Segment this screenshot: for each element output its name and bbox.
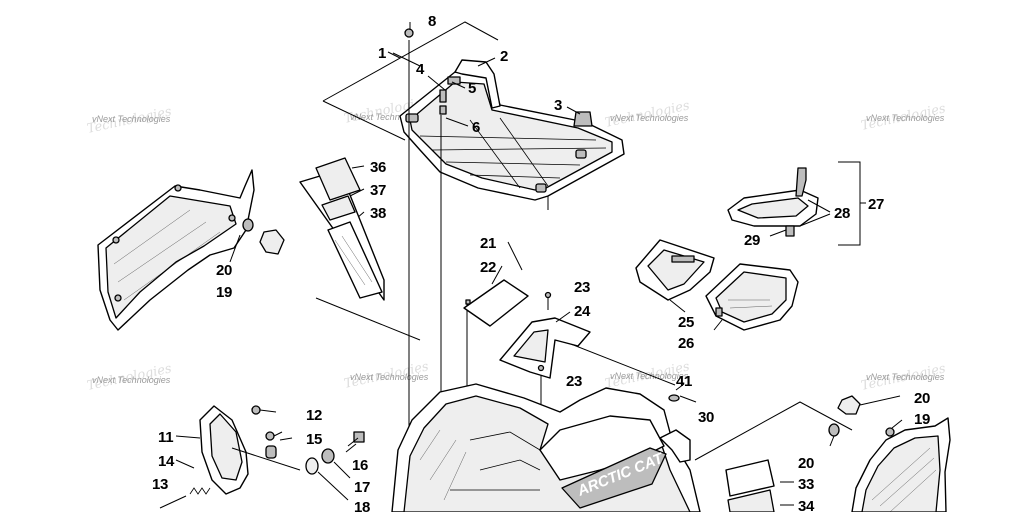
callout-15: 15 <box>306 431 322 448</box>
callout-4: 4 <box>416 61 425 78</box>
watermark-text: vNext Technologies <box>92 375 171 385</box>
grommet-15 <box>265 445 277 459</box>
decal-38 <box>327 221 383 299</box>
callout-34: 34 <box>798 498 815 512</box>
callout-16: 16 <box>352 457 368 474</box>
decal-37 <box>321 195 356 221</box>
spacer-4 <box>439 89 447 103</box>
storage-bin-26 <box>705 263 799 331</box>
screw-8 <box>404 28 414 38</box>
watermark-8: Technologies vNext Technologies <box>860 361 948 394</box>
bracket-27 <box>799 161 866 246</box>
watermark-6: Technologies vNext Technologies <box>343 359 431 392</box>
callout-24: 24 <box>574 303 591 320</box>
callout-38: 38 <box>370 205 386 222</box>
rack-assembly-bracket <box>322 21 499 141</box>
watermark-text: vNext Technologies <box>610 113 689 123</box>
callout-5: 5 <box>468 80 476 97</box>
callout-20-right-bottom: 20 <box>798 455 814 472</box>
callout-26: 26 <box>678 335 694 352</box>
arctic-cat-decal <box>561 447 667 509</box>
storage-cover-29 <box>727 167 819 237</box>
bolt-16 <box>345 431 365 453</box>
callout-18: 18 <box>354 499 370 512</box>
watermark-3: Technologies vNext Technologies <box>604 98 692 131</box>
rack-hardware <box>404 28 593 127</box>
spring-14 <box>189 487 211 495</box>
watermark-text: vNext Technologies <box>350 372 429 382</box>
callout-22: 22 <box>480 259 496 276</box>
screw-12b <box>265 431 283 441</box>
bushing-6 <box>439 105 447 115</box>
bracket-24 <box>499 291 591 379</box>
callout-33: 33 <box>798 476 814 493</box>
screw-13 <box>159 495 187 509</box>
nut-17 <box>321 448 335 464</box>
watermark-text: vNext Technologies <box>92 114 171 124</box>
callout-37: 37 <box>370 182 386 199</box>
callout-20-right-top: 20 <box>914 390 930 407</box>
callout-19-left: 19 <box>216 284 232 301</box>
callout-2: 2 <box>500 48 508 65</box>
callout-12: 12 <box>306 407 322 424</box>
bracket-30 <box>659 429 691 463</box>
rear-fender-body: ARCTIC CAT <box>391 383 701 513</box>
decal-33-34 <box>694 401 853 513</box>
callout-17: 17 <box>354 479 370 496</box>
callout-3: 3 <box>554 97 562 114</box>
rear-rack <box>399 59 625 210</box>
callout-8: 8 <box>428 13 436 30</box>
plug-5 <box>447 76 461 85</box>
callout-21: 21 <box>480 235 496 252</box>
callout-14: 14 <box>158 453 175 470</box>
washer-18 <box>305 457 319 475</box>
left-side-panel <box>97 169 255 331</box>
callout-11: 11 <box>158 429 173 446</box>
callout-20-left: 20 <box>216 262 232 279</box>
watermark-5: Technologies vNext Technologies <box>86 361 174 394</box>
screw-12a <box>251 405 277 415</box>
callout-6: 6 <box>472 119 480 136</box>
decal-panel-36-38 <box>299 157 385 301</box>
callout-19-right: 19 <box>914 411 930 428</box>
callout-23-top: 23 <box>574 279 590 296</box>
watermark-text: vNext Technologies <box>866 113 945 123</box>
callout-41: 41 <box>676 373 692 390</box>
callout-labels: 1 2 3 4 5 6 8 11 12 13 14 15 16 17 18 19… <box>152 13 930 516</box>
watermark-text: vNext Technologies <box>350 112 429 122</box>
watermark-4: Technologies vNext Technologies <box>860 101 948 134</box>
left-grommet-20 <box>242 218 285 255</box>
watermark-1: Technologies vNext Technologies <box>86 104 174 137</box>
cap-3 <box>573 111 593 127</box>
decal-36 <box>315 157 361 201</box>
callout-25: 25 <box>678 314 694 331</box>
callout-30: 30 <box>698 409 714 426</box>
access-panel-21 <box>463 241 529 327</box>
right-grommet-20 <box>828 395 901 447</box>
callout-36: 36 <box>370 159 386 176</box>
watermark-text: vNext Technologies <box>610 371 689 381</box>
tray-25 <box>635 239 715 313</box>
taillight-assembly <box>159 405 365 509</box>
callout-28: 28 <box>834 205 850 222</box>
callout-13: 13 <box>152 476 168 493</box>
clip-41 <box>668 394 680 402</box>
right-side-panel <box>851 417 951 513</box>
watermark-text: vNext Technologies <box>866 372 945 382</box>
callout-1: 1 <box>378 45 386 62</box>
callout-23-bottom: 23 <box>566 373 582 390</box>
callout-27: 27 <box>868 196 884 213</box>
callout-29: 29 <box>744 232 760 249</box>
